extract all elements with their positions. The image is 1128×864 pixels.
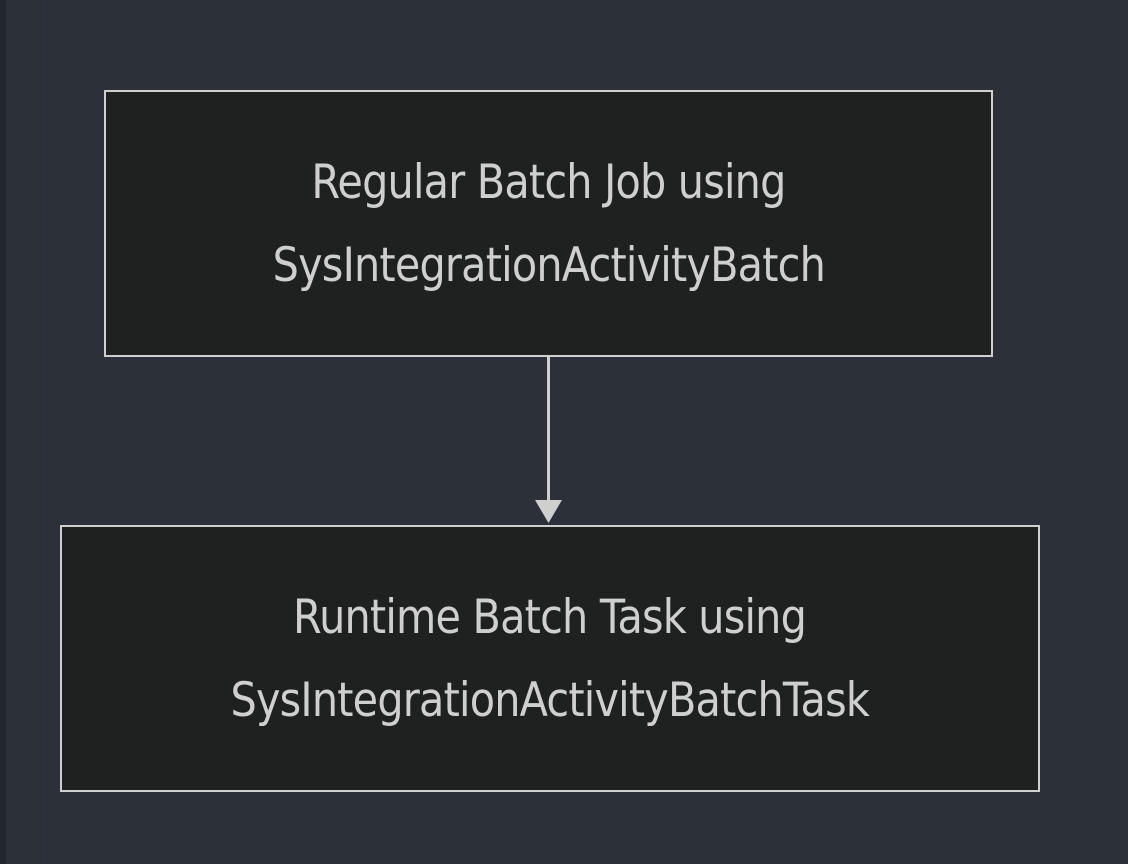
node-runtime-batch-task[interactable]: Runtime Batch Task using SysIntegrationA… xyxy=(60,525,1040,792)
node-label-line-1: Regular Batch Job using xyxy=(311,154,786,210)
left-edge-strip xyxy=(0,0,6,864)
node-label-line-2: SysIntegrationActivityBatchTask xyxy=(230,672,870,728)
node-label-line-2: SysIntegrationActivityBatch xyxy=(272,237,825,293)
node-label-line-1: Runtime Batch Task using xyxy=(293,589,807,645)
node-regular-batch-job[interactable]: Regular Batch Job using SysIntegrationAc… xyxy=(104,90,993,357)
arrowhead-down-icon xyxy=(535,500,562,523)
content-area-seam xyxy=(44,0,45,864)
